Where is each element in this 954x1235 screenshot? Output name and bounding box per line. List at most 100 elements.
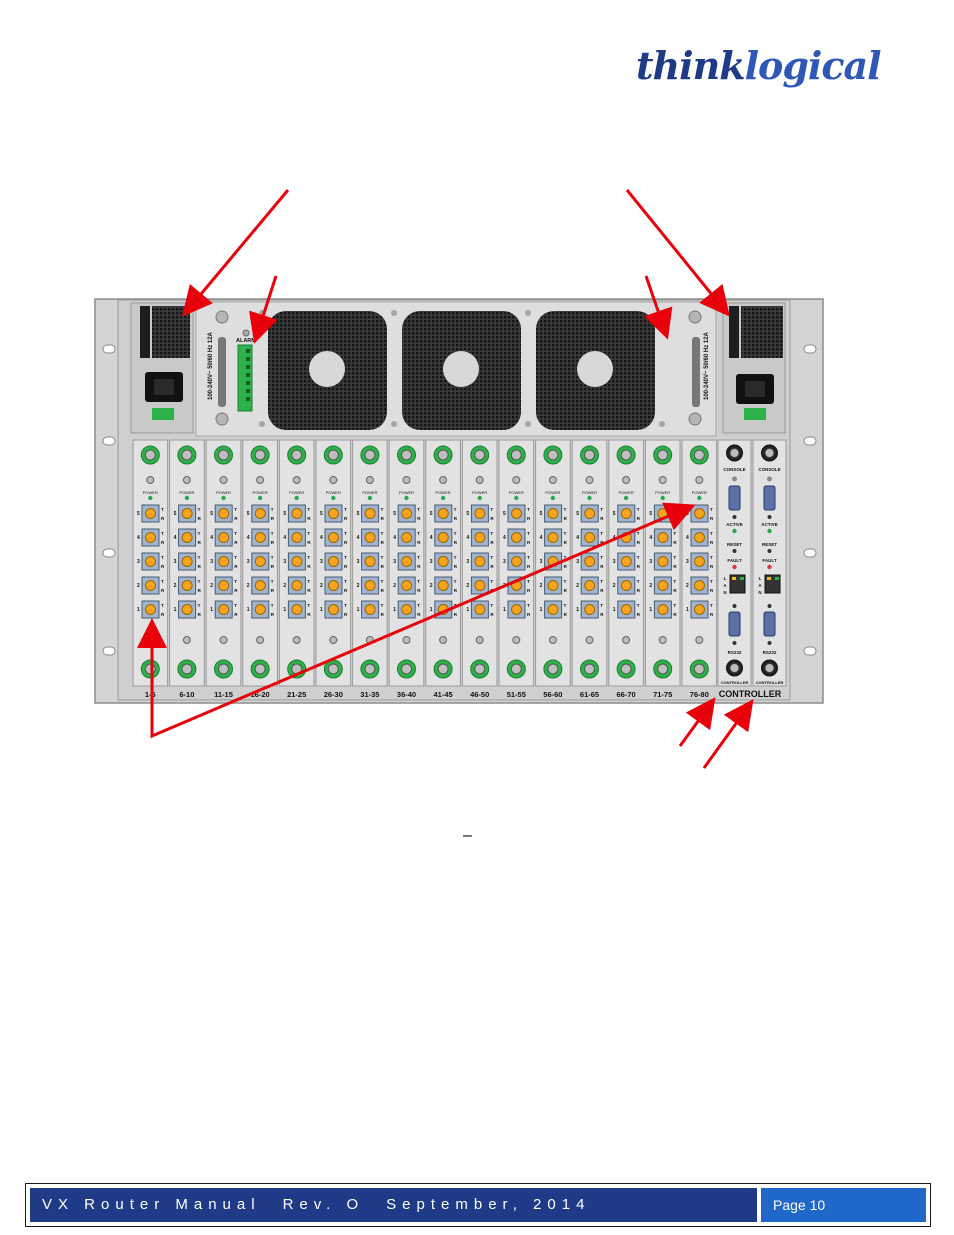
- port-rx-label: R: [564, 588, 568, 593]
- lan-label: A: [723, 583, 727, 588]
- port-tx-label: T: [600, 579, 603, 584]
- power-led: [148, 495, 153, 501]
- fiber-connector: [254, 556, 266, 567]
- screw-icon: [402, 476, 411, 484]
- port-tx-label: T: [527, 579, 530, 584]
- fiber-connector: [511, 508, 522, 519]
- port-number: 2: [393, 583, 396, 589]
- port-rx-label: R: [198, 564, 202, 569]
- screw-icon: [767, 476, 772, 482]
- port-number: 5: [357, 511, 360, 517]
- port-rx-label: R: [381, 612, 385, 617]
- fault-led: [732, 564, 737, 570]
- psu-rating-left: 100-240V~ 50/60 Hz 12A: [208, 331, 214, 400]
- arrow-psu-left: [182, 189, 290, 317]
- thumbscrew-head: [437, 663, 449, 675]
- port-rx-label: R: [381, 540, 385, 545]
- port-number: 5: [430, 511, 433, 517]
- port-number: 2: [247, 583, 250, 589]
- rs232-port: [728, 611, 741, 637]
- power-label: POWER: [655, 490, 670, 495]
- active-led: [732, 528, 737, 534]
- lan-label: L: [724, 576, 727, 581]
- fiber-connector: [547, 580, 559, 591]
- lan-label: L: [759, 576, 762, 581]
- fiber-connector: [511, 532, 522, 543]
- power-led: [660, 495, 665, 501]
- cooling-fan-3: [536, 311, 655, 430]
- caption-dash: –: [463, 827, 472, 844]
- port-rx-label: R: [527, 612, 531, 617]
- port-tx-label: T: [490, 555, 493, 560]
- fiber-connector: [657, 532, 669, 543]
- port-number: 3: [137, 559, 140, 565]
- screw-icon: [622, 636, 631, 644]
- port-rx-label: R: [307, 612, 311, 617]
- thumbscrew-head: [364, 449, 376, 461]
- port-tx-label: T: [490, 531, 493, 536]
- card-range-label: 16-20: [251, 690, 270, 699]
- port-rx-label: R: [344, 540, 348, 545]
- thumbscrew-head: [327, 449, 339, 461]
- port-number: 3: [430, 559, 433, 565]
- power-label: POWER: [509, 490, 524, 495]
- port-tx-label: T: [710, 531, 713, 536]
- port-number: 4: [137, 535, 140, 541]
- screw-icon: [402, 636, 411, 644]
- fiber-connector: [254, 604, 266, 615]
- port-rx-label: R: [673, 540, 677, 545]
- port-tx-label: T: [564, 603, 567, 608]
- port-tx-label: T: [307, 555, 310, 560]
- fiber-connector: [584, 508, 596, 519]
- lan-led: [740, 577, 744, 580]
- fiber-connector: [254, 532, 266, 543]
- power-led: [221, 495, 226, 501]
- thumbscrew-head: [474, 449, 486, 461]
- port-rx-label: R: [710, 540, 714, 545]
- port-tx-label: T: [161, 555, 164, 560]
- port-tx-label: T: [637, 603, 640, 608]
- port-tx-label: T: [234, 555, 237, 560]
- thumbscrew-head: [620, 663, 632, 675]
- port-number: 3: [540, 559, 543, 565]
- console-port: [763, 485, 776, 511]
- card-range-label: 41-45: [434, 690, 453, 699]
- port-rx-label: R: [454, 564, 458, 569]
- port-tx-label: T: [527, 603, 530, 608]
- fiber-connector: [291, 604, 303, 615]
- active-led: [767, 528, 772, 534]
- port-rx-label: R: [637, 588, 641, 593]
- port-tx-label: T: [637, 579, 640, 584]
- reset-button: [732, 549, 737, 553]
- power-led: [623, 495, 629, 501]
- port-number: 2: [540, 583, 543, 589]
- port-number: 1: [320, 607, 323, 613]
- port-number: 2: [137, 583, 140, 589]
- port-tx-label: T: [381, 579, 384, 584]
- power-supply-left: [130, 302, 194, 434]
- fiber-connector: [584, 532, 596, 543]
- fiber-connector: [437, 532, 449, 543]
- port-number: 2: [649, 583, 652, 589]
- port-rx-label: R: [234, 612, 238, 617]
- port-tx-label: T: [673, 507, 676, 512]
- port-tx-label: T: [600, 555, 603, 560]
- port-rx-label: R: [344, 516, 348, 521]
- screw-icon: [767, 641, 772, 645]
- port-tx-label: T: [271, 507, 274, 512]
- power-led: [550, 495, 556, 501]
- console-port: [728, 485, 741, 511]
- fiber-connector: [474, 556, 486, 567]
- power-label: POWER: [179, 490, 194, 495]
- port-number: 1: [649, 607, 652, 613]
- port-tx-label: T: [564, 555, 567, 560]
- port-tx-label: T: [490, 579, 493, 584]
- screw-icon: [732, 515, 737, 519]
- thumbscrew-head: [510, 449, 522, 461]
- tray-screws: [215, 310, 702, 426]
- lan-label: A: [758, 583, 762, 588]
- port-number: 2: [466, 583, 469, 589]
- card-range-label: 31-35: [360, 690, 379, 699]
